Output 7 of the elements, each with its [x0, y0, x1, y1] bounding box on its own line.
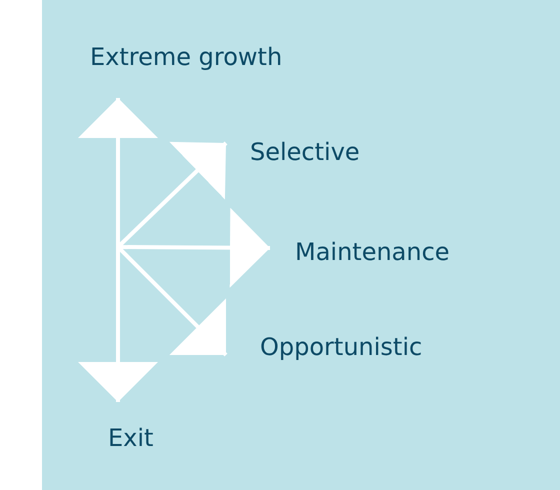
- direction-label: Selective: [250, 137, 360, 167]
- arrow: [78, 98, 158, 247]
- direction-label: Opportunistic: [260, 332, 422, 362]
- arrow: [78, 247, 158, 402]
- direction-label: Extreme growth: [90, 42, 282, 72]
- direction-label: Maintenance: [295, 237, 450, 267]
- direction-label: Exit: [108, 423, 154, 453]
